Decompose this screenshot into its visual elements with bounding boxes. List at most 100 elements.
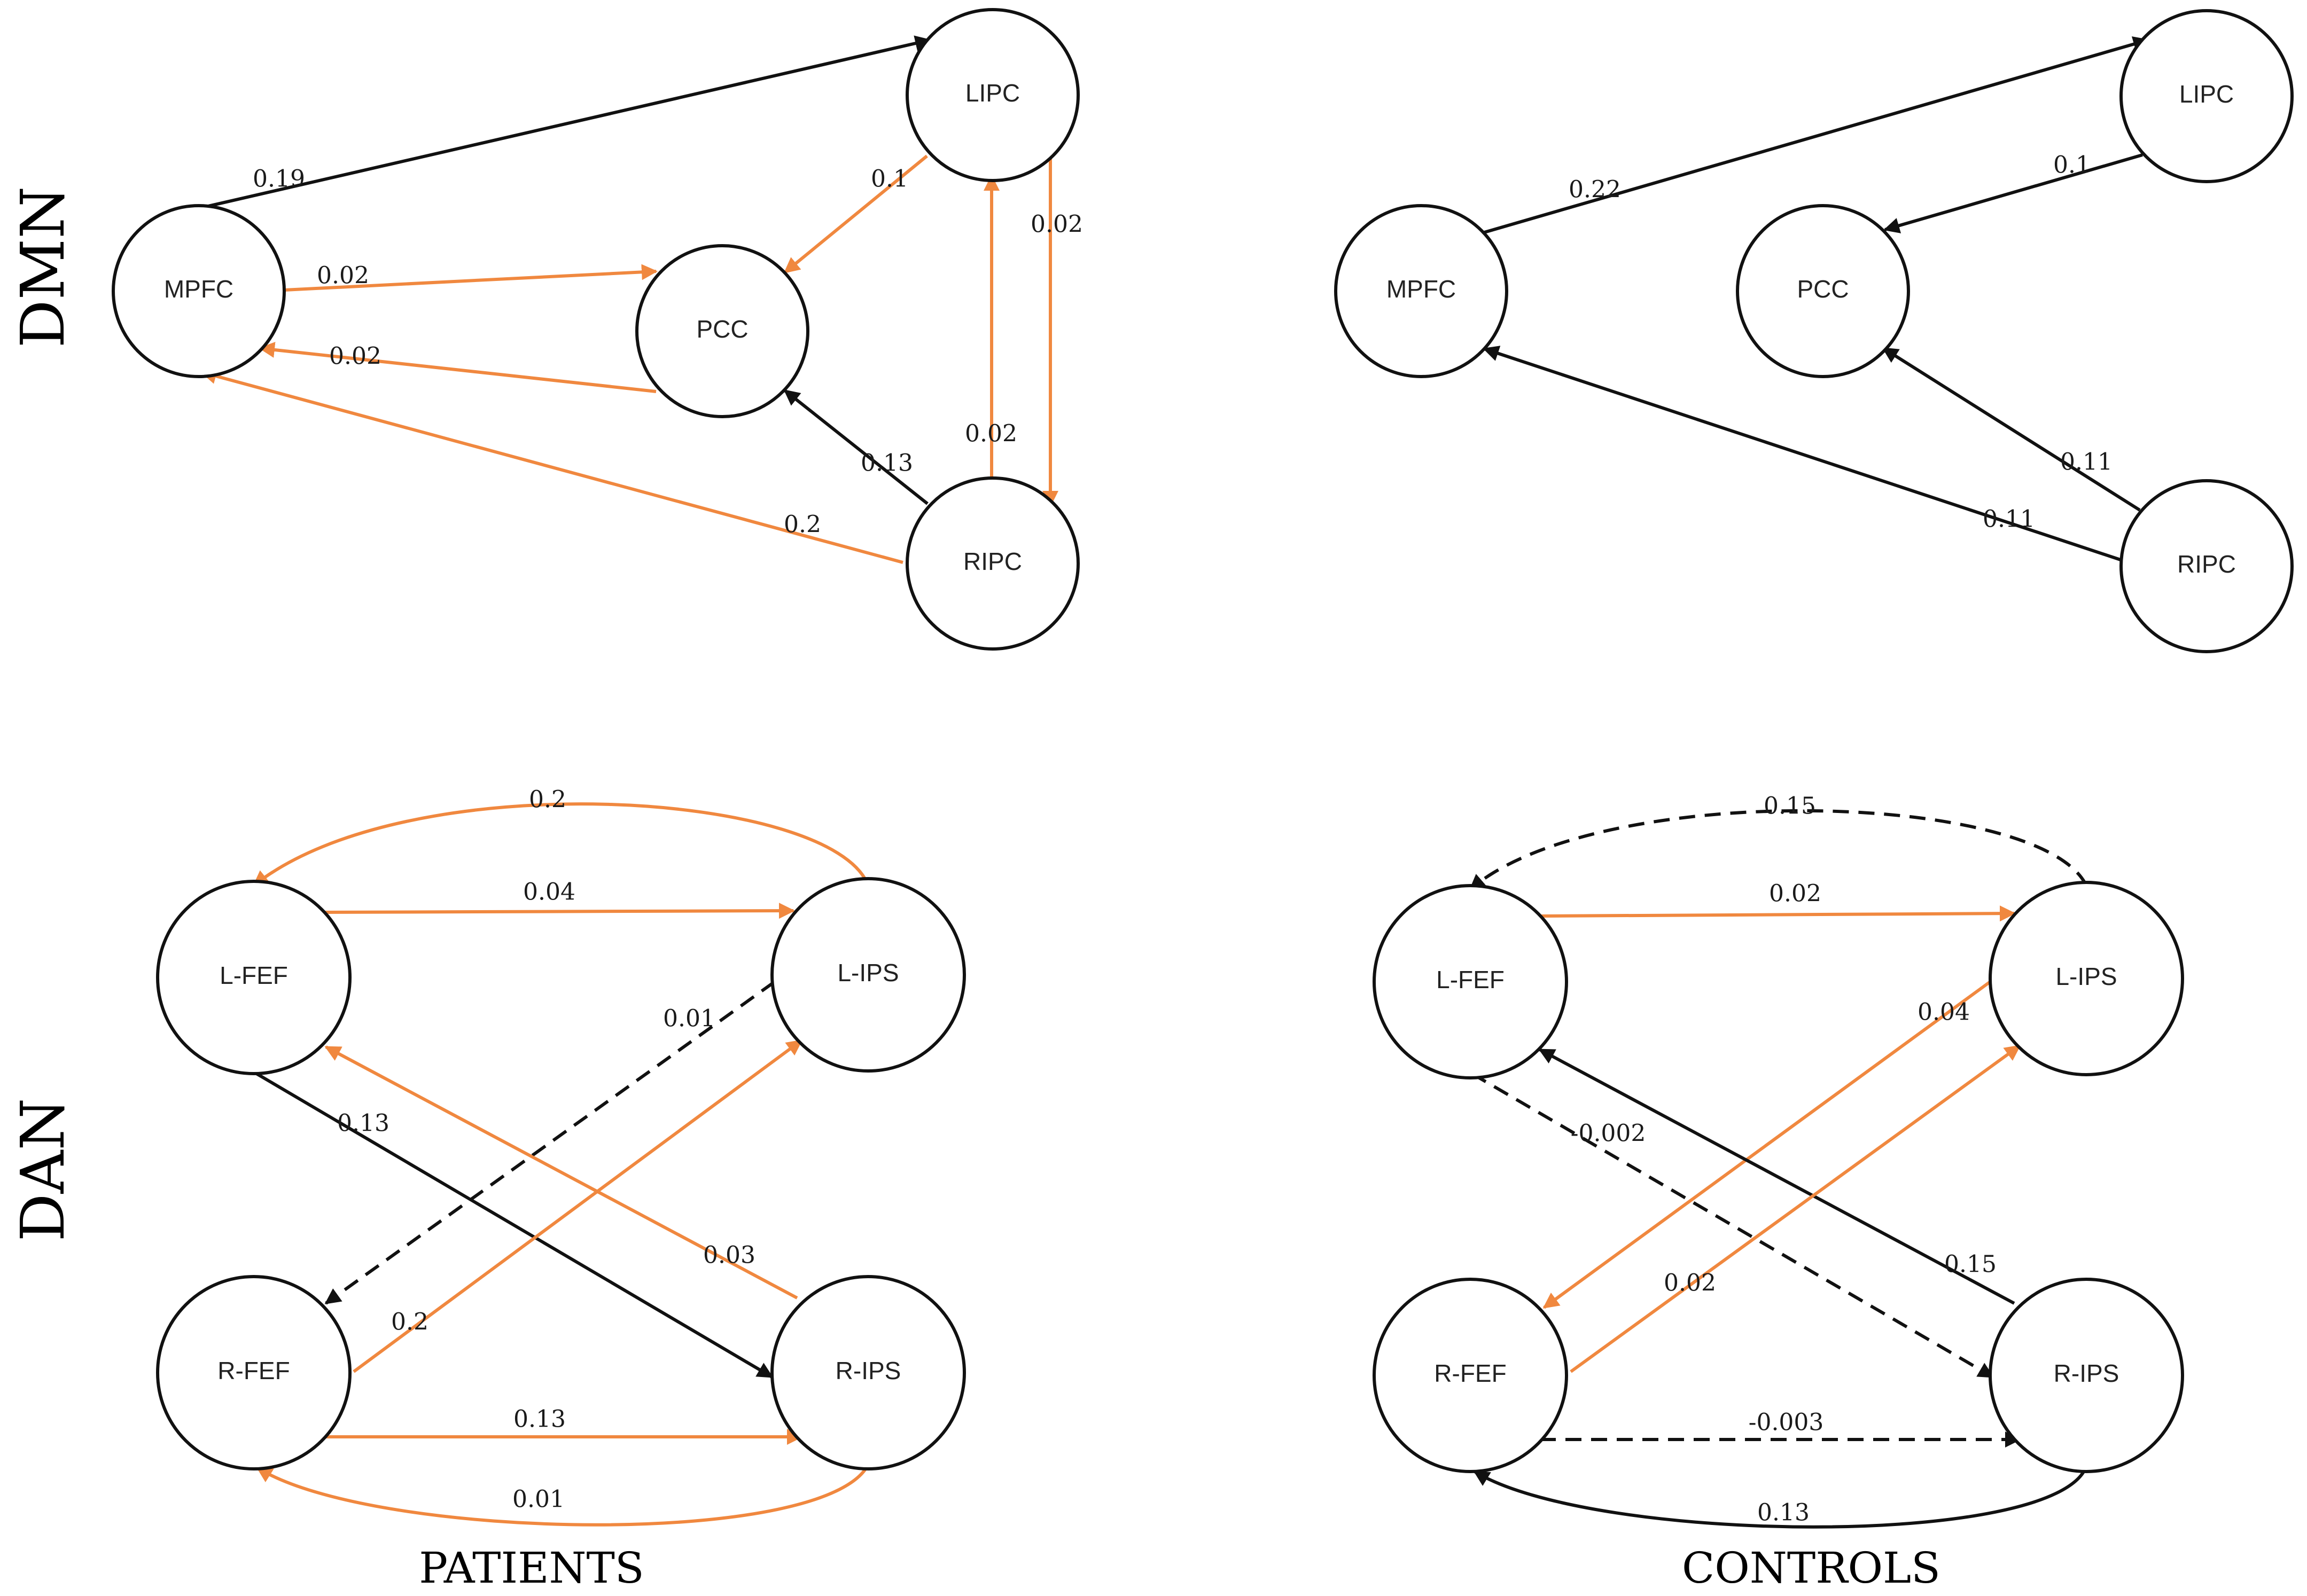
edge-label-lips-lfef: 0.15 bbox=[1764, 793, 1816, 820]
row-label-dmn: DMN bbox=[9, 186, 78, 348]
edge-mpfc-lipc bbox=[1484, 36, 2149, 234]
node-lips: L-IPS bbox=[1989, 881, 2184, 1076]
edge-label-rfef-lips: 0.2 bbox=[391, 1309, 428, 1336]
node-rfef: R-FEF bbox=[156, 1275, 352, 1470]
nodes: L-FEF L-IPS R-FEF R-IPS bbox=[1373, 881, 2184, 1473]
node-label-lips: L-IPS bbox=[837, 959, 899, 987]
edge-ripc-pcc bbox=[1882, 347, 2141, 512]
node-label-lips: L-IPS bbox=[2055, 963, 2117, 990]
edge-label-mpfc-lipc: 0.22 bbox=[1569, 176, 1621, 204]
edge-lipc-pcc bbox=[1883, 153, 2143, 233]
panel-dmn-controls: 0.22 0.1 0.11 0.11 MPFC PCC LIPC RIPC bbox=[1334, 9, 2294, 653]
node-label-lfef: L-FEF bbox=[220, 961, 288, 989]
edge-ripc-mpfc bbox=[1483, 346, 2124, 562]
column-label-patients: PATIENTS bbox=[419, 1543, 644, 1593]
edge-mpfc-pcc bbox=[284, 264, 658, 292]
node-ripc: RIPC bbox=[2119, 479, 2294, 653]
edge-label-rfef-rips: 0.13 bbox=[513, 1406, 566, 1433]
node-mpfc: MPFC bbox=[112, 204, 286, 378]
edge-labels: 0.15 0.02 0.04 -0.002 0.15 0.02 -0.003 0… bbox=[1571, 793, 1997, 1527]
edge-lips-rfef bbox=[324, 980, 776, 1305]
edge-label-rfef-lips: 0.02 bbox=[1664, 1270, 1716, 1297]
edge-label-pcc-mpfc: 0.02 bbox=[329, 343, 381, 370]
node-rips: R-IPS bbox=[770, 1275, 966, 1470]
node-lfef: L-FEF bbox=[156, 880, 352, 1075]
nodes: MPFC PCC LIPC RIPC bbox=[1334, 9, 2294, 653]
node-label-rfef: R-FEF bbox=[1434, 1359, 1506, 1387]
node-lips: L-IPS bbox=[770, 877, 966, 1073]
node-ripc: RIPC bbox=[906, 476, 1080, 651]
edge-label-ripc-pcc: 0.13 bbox=[861, 450, 913, 477]
column-label-controls: CONTROLS bbox=[1682, 1543, 1940, 1593]
node-label-mpfc: MPFC bbox=[164, 275, 233, 303]
edge-mpfc-lipc bbox=[198, 35, 931, 210]
edge-lips-lfef bbox=[1469, 809, 2088, 891]
edge-lips-lfef bbox=[252, 802, 870, 887]
edge-labels: 0.2 0.04 0.01 0.13 0.03 0.2 0.13 0.01 bbox=[337, 786, 755, 1513]
panel-dan-patients: 0.2 0.04 0.01 0.13 0.03 0.2 0.13 0.01 L-… bbox=[156, 786, 966, 1527]
nodes: L-FEF L-IPS R-FEF R-IPS bbox=[156, 877, 966, 1470]
edge-label-lips-lfef: 0.2 bbox=[529, 786, 566, 813]
edge-label-rips-lfef: 0.03 bbox=[703, 1242, 755, 1269]
edge-ripc-pcc bbox=[783, 389, 929, 505]
edge-label-rips-lfef: 0.15 bbox=[1944, 1251, 1997, 1278]
edge-label-lfef-rips: -0.002 bbox=[1571, 1120, 1646, 1147]
node-label-mpfc: MPFC bbox=[1386, 275, 1456, 303]
edge-label-rfef-rips: -0.003 bbox=[1749, 1409, 1824, 1436]
edge-label-mpfc-lipc: 0.19 bbox=[253, 166, 305, 193]
node-label-rips: R-IPS bbox=[836, 1357, 901, 1384]
node-label-pcc: PCC bbox=[696, 315, 748, 343]
nodes: MPFC PCC LIPC RIPC bbox=[112, 8, 1080, 651]
edge-label-lfef-rips: 0.13 bbox=[337, 1110, 389, 1137]
node-lfef: L-FEF bbox=[1373, 884, 1568, 1079]
node-label-ripc: RIPC bbox=[963, 547, 1022, 575]
edges bbox=[1469, 809, 2088, 1529]
edge-label-rips-rfef: 0.13 bbox=[1757, 1499, 1810, 1527]
edge-label-lips-rfef: 0.01 bbox=[663, 1005, 715, 1032]
edge-rfef-lips bbox=[353, 1039, 803, 1373]
node-rips: R-IPS bbox=[1989, 1278, 2184, 1473]
edge-labels: 0.22 0.1 0.11 0.11 bbox=[1569, 152, 2113, 533]
edge-label-lips-rfef: 0.04 bbox=[1918, 999, 1970, 1026]
edge-label-lipc-pcc: 0.1 bbox=[2053, 152, 2091, 179]
edges bbox=[252, 802, 871, 1527]
node-lipc: LIPC bbox=[906, 8, 1080, 182]
edge-rips-lfef bbox=[1538, 1048, 2015, 1305]
node-pcc: PCC bbox=[1736, 204, 1910, 378]
panel-dmn-patients: 0.19 0.02 0.02 0.2 0.1 0.13 0.02 0.02 MP… bbox=[112, 8, 1083, 651]
edge-rfef-lips bbox=[1570, 1044, 2021, 1373]
row-label-dan: DAN bbox=[9, 1098, 78, 1242]
node-label-rips: R-IPS bbox=[2054, 1359, 2119, 1387]
edge-label-rips-rfef: 0.01 bbox=[512, 1486, 565, 1513]
edge-labels: 0.19 0.02 0.02 0.2 0.1 0.13 0.02 0.02 bbox=[253, 166, 1083, 538]
node-label-pcc: PCC bbox=[1797, 275, 1849, 303]
edge-label-lfef-lips: 0.04 bbox=[523, 879, 575, 906]
node-lipc: LIPC bbox=[2119, 9, 2294, 183]
edge-label-mpfc-pcc: 0.02 bbox=[317, 262, 369, 290]
node-rfef: R-FEF bbox=[1373, 1278, 1568, 1473]
panel-dan-controls: 0.15 0.02 0.04 -0.002 0.15 0.02 -0.003 0… bbox=[1373, 793, 2184, 1529]
edge-label-ripc-mpfc: 0.2 bbox=[784, 511, 821, 538]
edge-label-ripc-lipc: 0.02 bbox=[965, 420, 1017, 448]
node-mpfc: MPFC bbox=[1334, 204, 1508, 378]
node-label-rfef: R-FEF bbox=[217, 1357, 290, 1384]
edge-rips-rfef bbox=[1473, 1465, 2088, 1529]
edges bbox=[1483, 36, 2149, 562]
edge-label-ripc-pcc: 0.11 bbox=[2060, 449, 2113, 476]
node-label-lipc: LIPC bbox=[2179, 80, 2234, 108]
edge-lips-rfef bbox=[1542, 980, 1991, 1309]
edge-lfef-lips bbox=[324, 903, 795, 919]
node-label-lipc: LIPC bbox=[965, 79, 1020, 107]
edge-label-lfef-lips: 0.02 bbox=[1769, 880, 1821, 907]
edge-label-lipc-ripc: 0.02 bbox=[1031, 211, 1083, 238]
edge-rips-lfef bbox=[324, 1045, 798, 1300]
node-label-lfef: L-FEF bbox=[1436, 966, 1505, 993]
node-label-ripc: RIPC bbox=[2177, 550, 2236, 578]
edge-pcc-mpfc bbox=[259, 342, 657, 393]
edge-lfef-lips bbox=[1539, 905, 2016, 922]
edge-label-ripc-mpfc: 0.11 bbox=[1983, 506, 2035, 533]
edge-ripc-mpfc bbox=[200, 368, 903, 564]
edge-label-lipc-pcc: 0.1 bbox=[871, 166, 908, 193]
edge-rips-rfef bbox=[256, 1460, 871, 1527]
